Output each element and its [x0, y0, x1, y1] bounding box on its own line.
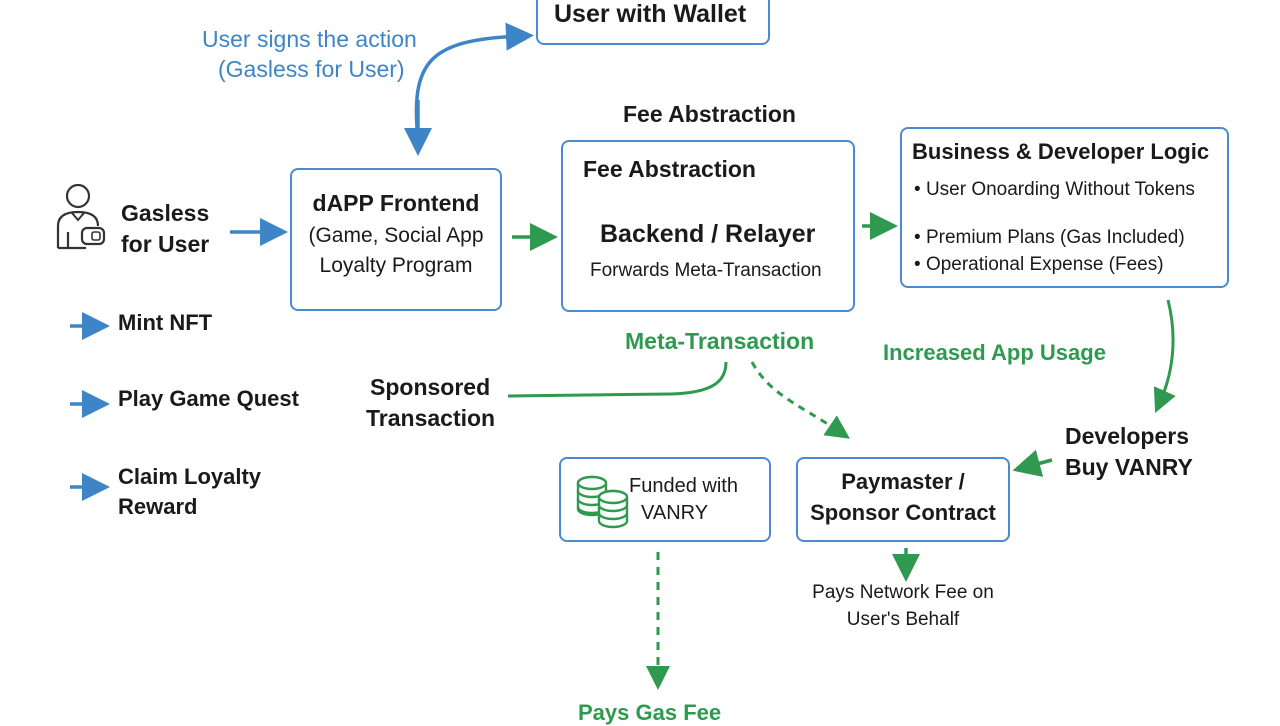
- user-with-wallet-label: User with Wallet: [554, 0, 747, 28]
- increased-app-usage-label: Increased App Usage: [883, 340, 1106, 365]
- sign-arrow: [414, 22, 534, 141]
- pays-network-line2: User's Behalf: [846, 609, 960, 630]
- business-bullet-1: • User Onoarding Without Tokens: [914, 179, 1195, 200]
- user-with-wallet-icon: [52, 182, 108, 252]
- paymaster-line2: Sponsor Contract: [810, 500, 996, 525]
- business-logic-box: Business & Developer Logic • User Onoard…: [900, 127, 1229, 288]
- gasless-label-line1: Gasless: [121, 200, 210, 226]
- sponsored-line1: Sponsored: [370, 374, 491, 400]
- paymaster-box: Paymaster / Sponsor Contract: [796, 457, 1010, 542]
- meta-transaction-label: Meta-Transaction: [625, 328, 815, 354]
- developers-to-paymaster-arrow: [1012, 449, 1053, 477]
- backend-relayer-title: Backend / Relayer: [600, 220, 816, 248]
- bullet-text: User Onoarding Without Tokens: [925, 179, 1195, 200]
- action-claim-loyalty-line2: Reward: [118, 494, 198, 519]
- paymaster-line1: Paymaster /: [841, 469, 965, 494]
- action-mint-nft: Mint NFT: [118, 310, 213, 335]
- sponsored-line: [507, 361, 728, 398]
- funded-line1: Funded with: [629, 475, 738, 497]
- dapp-frontend-box: dAPP Frontend (Game, Social App Loyalty …: [290, 168, 502, 311]
- funded-line2: VANRY: [641, 502, 709, 524]
- gasless-label-line2: for User: [121, 231, 210, 257]
- funded-box: Funded with VANRY: [559, 457, 771, 542]
- developers-line2: Buy VANRY: [1065, 454, 1193, 480]
- pays-gas-fee-label: Pays Gas Fee: [578, 700, 722, 725]
- business-to-developers-arrow: [1153, 299, 1176, 413]
- fee-abstraction-box: Fee Abstraction Backend / Relayer Forwar…: [561, 140, 855, 312]
- forwards-meta-tx: Forwards Meta-Transaction: [590, 260, 822, 281]
- meta-to-paymaster-arrow: [750, 361, 850, 439]
- pays-network-line1: Pays Network Fee on: [812, 582, 994, 603]
- bullet-text: Premium Plans (Gas Included): [925, 227, 1185, 248]
- action-claim-loyalty: Claim Loyalty: [118, 464, 262, 489]
- bullet-text: Operational Expense (Fees): [925, 254, 1164, 275]
- fee-abstraction-title: Fee Abstraction: [583, 156, 756, 182]
- business-bullet-2: • Premium Plans (Gas Included): [914, 227, 1185, 248]
- fee-abstraction-caption: Fee Abstraction: [623, 101, 796, 127]
- coins-icon: [575, 473, 631, 529]
- business-bullet-3: • Operational Expense (Fees): [914, 254, 1164, 275]
- frontend-title: dAPP Frontend: [312, 190, 480, 216]
- frontend-line2: Loyalty Program: [319, 254, 473, 277]
- developers-line1: Developers: [1065, 423, 1190, 449]
- sign-label-line2: (Gasless for User): [218, 56, 405, 82]
- action-play-game-quest: Play Game Quest: [118, 386, 299, 411]
- sign-label-line1: User signs the action: [202, 26, 417, 52]
- sponsored-line2: Transaction: [366, 405, 496, 431]
- frontend-line1: (Game, Social App: [308, 224, 484, 247]
- business-title: Business & Developer Logic: [912, 139, 1210, 164]
- user-with-wallet-box: User with Wallet: [536, 0, 770, 45]
